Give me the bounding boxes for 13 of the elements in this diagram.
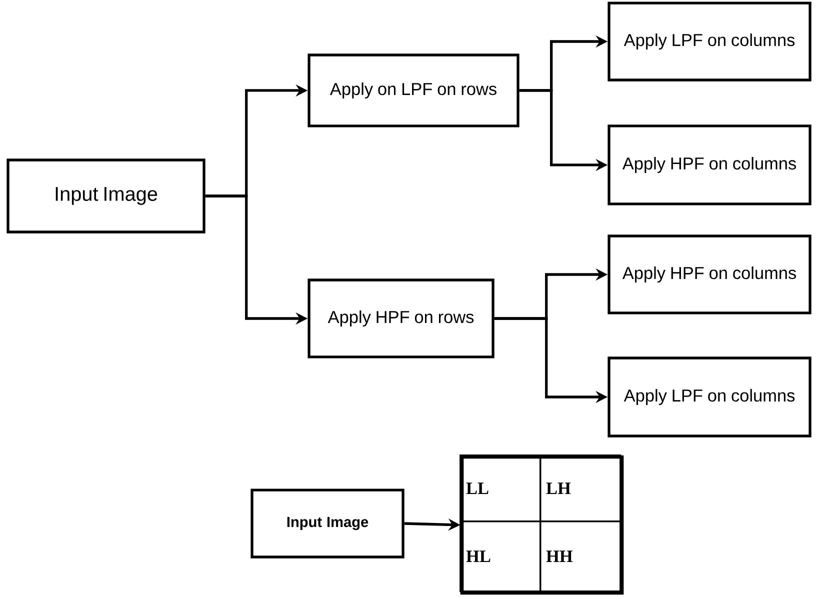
grid-cell: HH <box>540 520 622 592</box>
process-box: Input Image <box>250 488 404 558</box>
process-box: Apply LPF on columns <box>608 2 812 82</box>
grid-box <box>460 455 624 595</box>
grid-cell: LH <box>540 454 622 522</box>
process-box: Apply LPF on columns <box>608 356 812 438</box>
grid-cell: HL <box>460 520 542 592</box>
process-box: Input Image <box>6 158 206 234</box>
process-box: Apply HPF on columns <box>608 124 812 206</box>
process-box: Apply on LPF on rows <box>308 54 520 128</box>
process-box: Apply HPF on rows <box>308 278 494 358</box>
process-box: Apply HPF on columns <box>608 234 812 314</box>
grid-cell: LL <box>460 454 542 522</box>
